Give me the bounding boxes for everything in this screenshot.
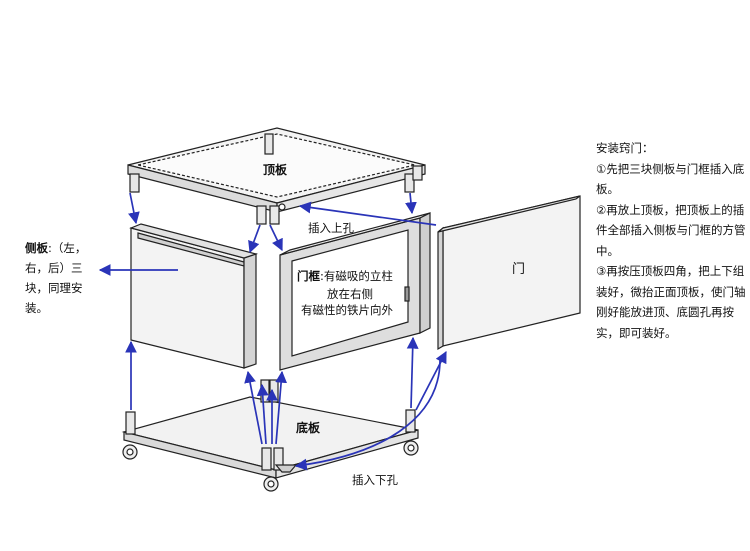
assembly-arrows	[98, 192, 447, 471]
top-panel-label: 顶板	[263, 163, 288, 177]
instruction-step-3: ③再按压顶板四角，把上下组装好，微抬正面顶板，使门轴刚好能放进顶、底圆孔再按实，…	[596, 264, 746, 340]
side-panel-note: 侧板:（左，右，后）三块，同理安装。	[25, 238, 100, 318]
door-frame-note: 门框:有磁吸的立柱	[297, 268, 393, 284]
side-panel-title: 侧板	[25, 241, 48, 255]
door-frame-line1: :有磁吸的立柱	[320, 269, 393, 283]
door-frame-drawing	[279, 212, 431, 371]
insert-bottom-hole-label: 插入下孔	[352, 473, 398, 487]
instructions-title: 安装窍门：	[596, 141, 654, 155]
door-label: 门	[512, 262, 526, 277]
door-frame-title: 门框	[297, 269, 320, 283]
installation-tips: 安装窍门： ①先把三块侧板与门框插入底板。 ②再放上顶板，把顶板上的插件全部插入…	[596, 138, 746, 343]
side-panel-drawing	[129, 223, 259, 369]
door-frame-line3: 有磁性的铁片向外	[301, 303, 393, 317]
insert-top-hole-label: 插入上孔	[308, 221, 354, 235]
instruction-step-2: ②再放上顶板，把顶板上的插件全部插入侧板与门框的方管中。	[596, 202, 746, 258]
instruction-step-1: ①先把三块侧板与门框插入底板。	[596, 161, 745, 197]
door-drawing	[437, 195, 581, 351]
top-panel-drawing	[127, 127, 426, 225]
bottom-panel-label: 底板	[296, 421, 321, 435]
door-frame-line2: 放在右侧	[327, 287, 373, 301]
side-panel-text: :（左，右，后）三块，同理安装。	[25, 241, 87, 315]
